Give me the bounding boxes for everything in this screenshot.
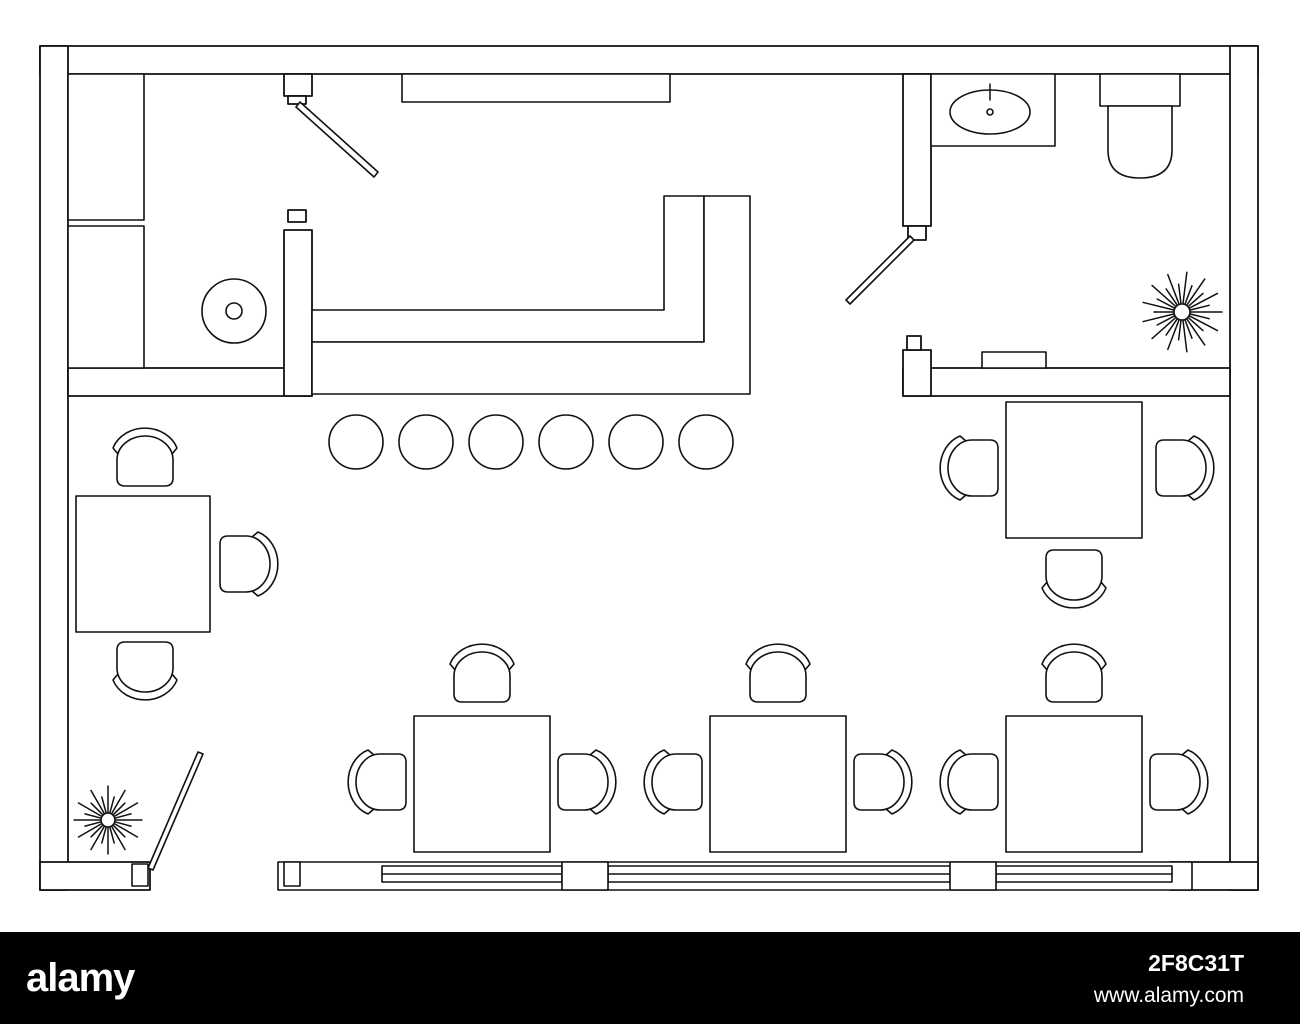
watermark-footer: alamy 2F8C31T www.alamy.com — [0, 932, 1300, 1024]
chair-icon — [940, 436, 998, 500]
kitchen-cabinet — [68, 226, 144, 368]
window-post — [284, 862, 300, 886]
plants — [74, 272, 1222, 854]
chair-icon — [1042, 644, 1106, 702]
toilet-icon — [1108, 106, 1172, 178]
wall-right — [1230, 46, 1258, 890]
chair-icon — [746, 644, 810, 702]
plant-icon — [74, 786, 142, 854]
table-icon — [1006, 402, 1142, 538]
chair-icon — [113, 642, 177, 700]
door-icon — [148, 752, 203, 870]
round-table-icon — [226, 303, 242, 319]
chair-icon — [1150, 750, 1208, 814]
bar-stool-icon — [469, 415, 523, 469]
dining-furniture — [76, 402, 1214, 852]
chair-icon — [1042, 550, 1106, 608]
table-icon — [710, 716, 846, 852]
chair-icon — [1156, 436, 1214, 500]
floor-drain — [982, 352, 1046, 368]
table-icon — [1006, 716, 1142, 852]
walls — [40, 46, 1258, 890]
wall-wc-left — [903, 74, 931, 226]
door-hinge — [132, 864, 148, 886]
plant-icon — [1143, 272, 1222, 351]
door-hinge — [288, 96, 306, 104]
door-hinge — [908, 226, 926, 240]
doors — [132, 102, 914, 886]
bar-stool-icon — [329, 415, 383, 469]
sink-drain — [987, 109, 993, 115]
wall-kitchen-bottom — [68, 368, 312, 396]
chair-icon — [348, 750, 406, 814]
windows — [278, 862, 1192, 890]
bar-counter-top — [312, 196, 750, 394]
window-post — [950, 862, 996, 890]
window-post — [562, 862, 608, 890]
wall-wc-bottom — [903, 368, 1230, 396]
wall-left — [40, 46, 68, 890]
bar-counter — [312, 196, 704, 342]
bar-stool-icon — [679, 415, 733, 469]
chair-icon — [644, 750, 702, 814]
brand-logo: alamy — [26, 956, 135, 1000]
door-icon — [846, 236, 914, 304]
chair-icon — [940, 750, 998, 814]
door-hinge — [288, 210, 306, 222]
table-icon — [76, 496, 210, 632]
bar-stool-icon — [399, 415, 453, 469]
door-icon — [296, 102, 378, 177]
wall-shelf — [402, 74, 670, 102]
wall-top — [40, 46, 1258, 74]
chair-icon — [854, 750, 912, 814]
table-icon — [414, 716, 550, 852]
bar-stools — [329, 415, 733, 469]
kitchen — [68, 74, 750, 394]
bathroom — [931, 74, 1180, 368]
image-id: 2F8C31T — [1148, 950, 1244, 976]
chair-icon — [558, 750, 616, 814]
wall-kitchen-stub — [284, 74, 312, 96]
door-hinge — [907, 336, 921, 350]
chair-icon — [220, 532, 278, 596]
wall-kitchen-side — [284, 230, 312, 396]
bar-stool-icon — [609, 415, 663, 469]
wall-wc-stub — [903, 350, 931, 396]
chair-icon — [450, 644, 514, 702]
bar-stool-icon — [539, 415, 593, 469]
toilet-icon — [1100, 74, 1180, 106]
chair-icon — [113, 428, 177, 486]
kitchen-cabinet — [68, 74, 144, 220]
site-url: www.alamy.com — [1093, 984, 1244, 1007]
floor-plan — [0, 0, 1300, 932]
